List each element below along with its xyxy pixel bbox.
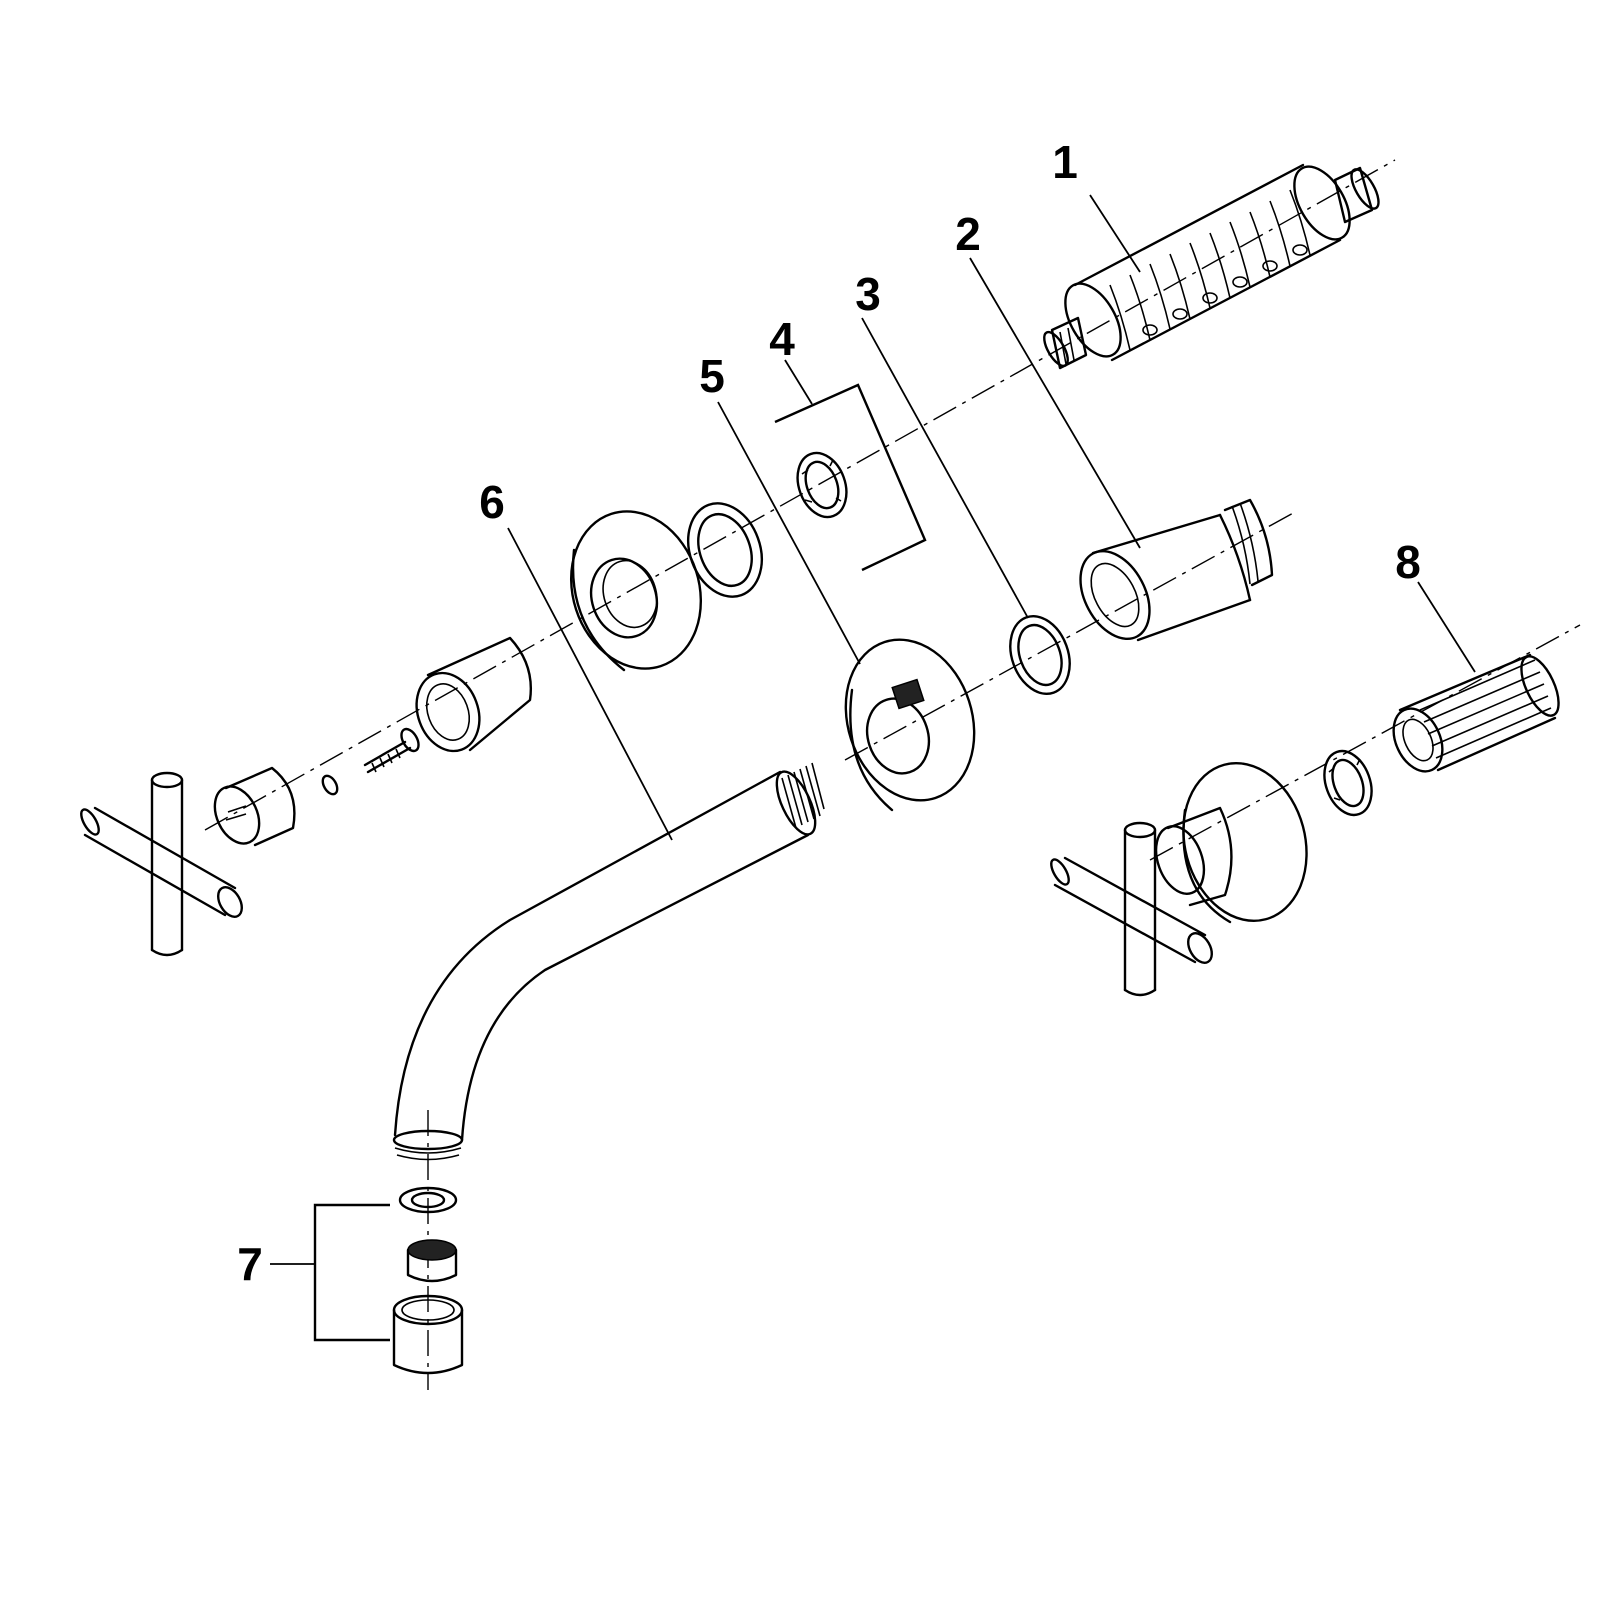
part-6-spout — [392, 762, 825, 1161]
leader-8 — [1417, 581, 1476, 673]
axis-middle — [844, 511, 1296, 761]
callout-1: 1 — [1052, 136, 1078, 188]
callout-6: 6 — [479, 476, 505, 528]
part-8-stem-extension — [1392, 653, 1560, 773]
left-valve-assembly — [80, 636, 532, 957]
part-1-cartridge — [1043, 163, 1380, 370]
leader-6 — [507, 527, 673, 841]
part-4-ring-set — [569, 451, 848, 672]
callout-2: 2 — [955, 208, 981, 260]
leader-lines — [270, 194, 1476, 1265]
leader-5 — [717, 401, 861, 665]
part-3-o-ring — [1009, 615, 1071, 695]
part-2-extension-sleeve — [1079, 498, 1274, 642]
callout-3: 3 — [855, 268, 881, 320]
callout-7: 7 — [237, 1238, 263, 1290]
part-7-bracket — [313, 1203, 390, 1342]
part-5-escutcheon — [844, 638, 976, 812]
leader-2 — [969, 257, 1141, 549]
callout-5: 5 — [699, 350, 725, 402]
callout-8: 8 — [1395, 536, 1421, 588]
part-4-bracket — [774, 383, 927, 572]
callout-numbers: 1 2 3 4 5 6 7 8 — [237, 136, 1421, 1290]
leader-4 — [784, 359, 813, 405]
leader-1 — [1089, 194, 1141, 273]
right-valve-assembly — [1050, 749, 1373, 997]
logo-stamp — [891, 678, 925, 710]
callout-4: 4 — [769, 313, 795, 365]
part-7-aerator-set — [392, 1186, 464, 1375]
center-axes — [204, 159, 1581, 1390]
leader-3 — [861, 317, 1029, 619]
